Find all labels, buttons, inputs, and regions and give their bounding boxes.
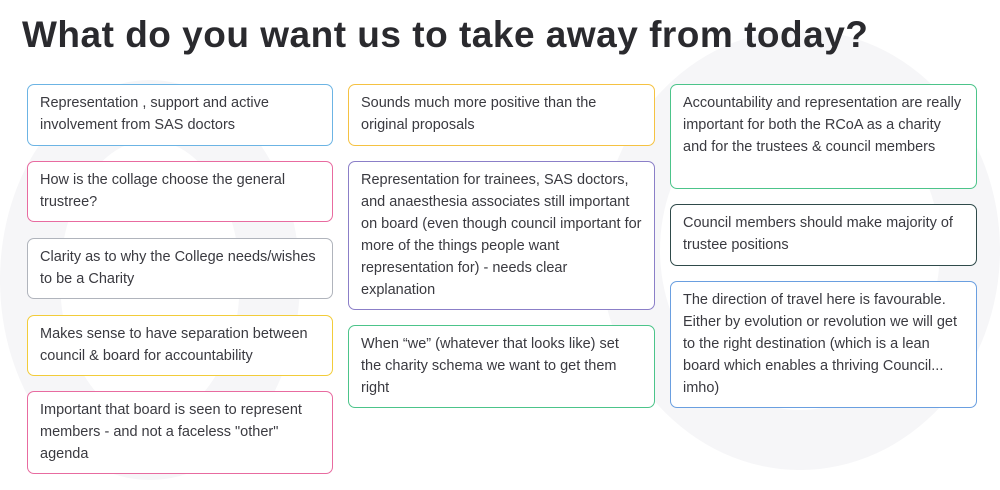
sticky-note[interactable]: Makes sense to have separation between c… <box>27 315 333 376</box>
sticky-note[interactable]: Sounds much more positive than the origi… <box>348 84 655 146</box>
sticky-note[interactable]: Important that board is seen to represen… <box>27 391 333 474</box>
note-text: The direction of travel here is favourab… <box>683 292 958 396</box>
sticky-note[interactable]: Council members should make majority of … <box>670 204 977 266</box>
sticky-note[interactable]: Representation , support and active invo… <box>27 84 333 146</box>
sticky-note[interactable]: Representation for trainees, SAS doctors… <box>348 161 655 310</box>
page-title: What do you want us to take away from to… <box>22 14 869 55</box>
sticky-note[interactable]: How is the collage choose the general tr… <box>27 161 333 222</box>
note-text: Important that board is seen to represen… <box>40 402 302 462</box>
note-text: When “we” (whatever that looks like) set… <box>361 336 619 396</box>
note-text: Makes sense to have separation between c… <box>40 326 308 364</box>
note-text: How is the collage choose the general tr… <box>40 172 286 210</box>
note-text: Sounds much more positive than the origi… <box>361 95 597 133</box>
sticky-note[interactable]: Accountability and representation are re… <box>670 84 977 189</box>
sticky-note[interactable]: When “we” (whatever that looks like) set… <box>348 325 655 408</box>
note-text: Representation for trainees, SAS doctors… <box>361 172 642 298</box>
sticky-note[interactable]: The direction of travel here is favourab… <box>670 281 977 408</box>
note-text: Representation , support and active invo… <box>40 95 269 133</box>
note-text: Clarity as to why the College needs/wish… <box>40 249 316 287</box>
note-text: Accountability and representation are re… <box>683 95 962 155</box>
sticky-note[interactable]: Clarity as to why the College needs/wish… <box>27 238 333 299</box>
note-text: Council members should make majority of … <box>683 215 953 253</box>
